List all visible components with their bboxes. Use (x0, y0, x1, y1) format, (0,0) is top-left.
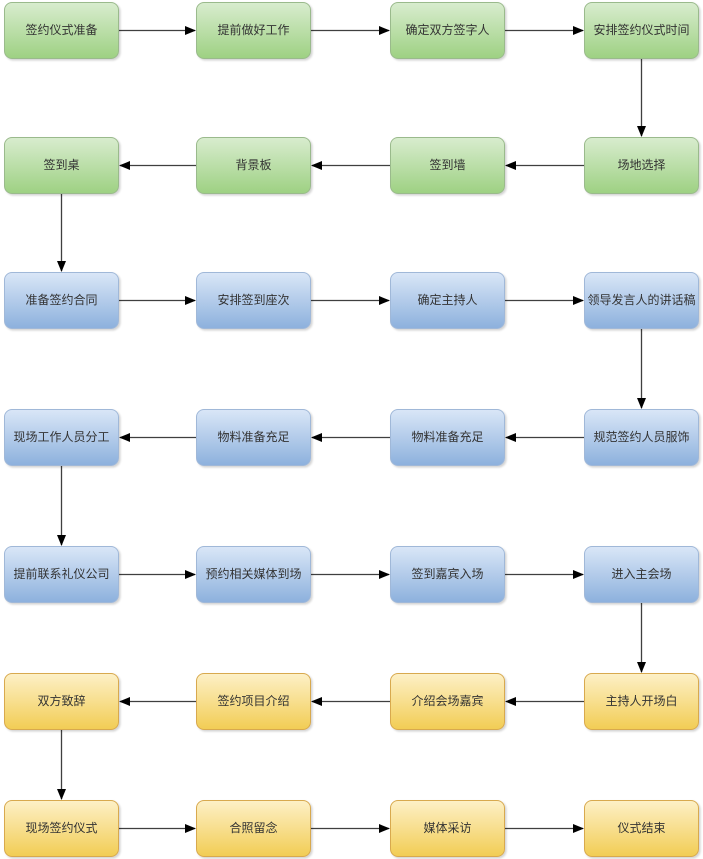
flow-node-label: 现场工作人员分工 (13, 430, 110, 445)
flow-node-label: 物料准备充足 (411, 430, 484, 445)
flow-node: 双方致辞 (4, 673, 119, 730)
flow-node: 安排签到座次 (196, 272, 311, 329)
flow-node-label: 签到墙 (429, 158, 466, 173)
flow-node-label: 仪式结束 (617, 821, 666, 836)
flow-node: 物料准备充足 (196, 409, 311, 466)
flow-node: 合照留念 (196, 800, 311, 857)
flow-node: 提前联系礼仪公司 (4, 546, 119, 603)
flow-node-label: 规范签约人员服饰 (593, 430, 690, 445)
flow-node-label: 签约项目介绍 (217, 694, 290, 709)
flow-node-label: 合照留念 (229, 821, 278, 836)
flow-node-label: 提前联系礼仪公司 (13, 567, 110, 582)
flow-node: 提前做好工作 (196, 2, 311, 59)
flow-node: 介绍会场嘉宾 (390, 673, 505, 730)
flow-node: 仪式结束 (584, 800, 699, 857)
flow-node-label: 媒体采访 (423, 821, 472, 836)
flow-node: 主持人开场白 (584, 673, 699, 730)
flow-node: 确定双方签字人 (390, 2, 505, 59)
flow-node: 规范签约人员服饰 (584, 409, 699, 466)
flow-node-label: 现场签约仪式 (25, 821, 98, 836)
flow-node-label: 背景板 (235, 158, 272, 173)
flow-node-label: 主持人开场白 (605, 694, 678, 709)
flow-node: 安排签约仪式时间 (584, 2, 699, 59)
flow-node-label: 准备签约合同 (25, 293, 98, 308)
flow-node-label: 确定主持人 (417, 293, 478, 308)
flow-node-label: 预约相关媒体到场 (205, 567, 302, 582)
flow-node: 签到桌 (4, 137, 119, 194)
flow-node: 预约相关媒体到场 (196, 546, 311, 603)
flow-node-label: 签到桌 (43, 158, 80, 173)
flow-node-label: 安排签到座次 (217, 293, 290, 308)
flow-node: 确定主持人 (390, 272, 505, 329)
flow-node-label: 领导发言人的讲话稿 (587, 293, 696, 308)
flow-node: 现场工作人员分工 (4, 409, 119, 466)
flow-node: 进入主会场 (584, 546, 699, 603)
flow-node: 签到墙 (390, 137, 505, 194)
flow-node-label: 物料准备充足 (217, 430, 290, 445)
flow-node: 物料准备充足 (390, 409, 505, 466)
flow-node: 背景板 (196, 137, 311, 194)
flow-node: 签到嘉宾入场 (390, 546, 505, 603)
flow-node: 签约仪式准备 (4, 2, 119, 59)
flow-node-label: 安排签约仪式时间 (593, 23, 690, 38)
flow-node: 领导发言人的讲话稿 (584, 272, 699, 329)
flow-node: 媒体采访 (390, 800, 505, 857)
flow-node-label: 双方致辞 (37, 694, 86, 709)
flow-node: 现场签约仪式 (4, 800, 119, 857)
flow-node-label: 签到嘉宾入场 (411, 567, 484, 582)
edge-group (57, 26, 646, 833)
flow-node: 场地选择 (584, 137, 699, 194)
flow-node-label: 场地选择 (617, 158, 666, 173)
flow-node: 签约项目介绍 (196, 673, 311, 730)
flow-node-label: 介绍会场嘉宾 (411, 694, 484, 709)
flow-node-label: 进入主会场 (611, 567, 672, 582)
flow-node-label: 提前做好工作 (217, 23, 290, 38)
flow-node-label: 确定双方签字人 (405, 23, 490, 38)
flow-node: 准备签约合同 (4, 272, 119, 329)
flow-node-label: 签约仪式准备 (25, 23, 98, 38)
